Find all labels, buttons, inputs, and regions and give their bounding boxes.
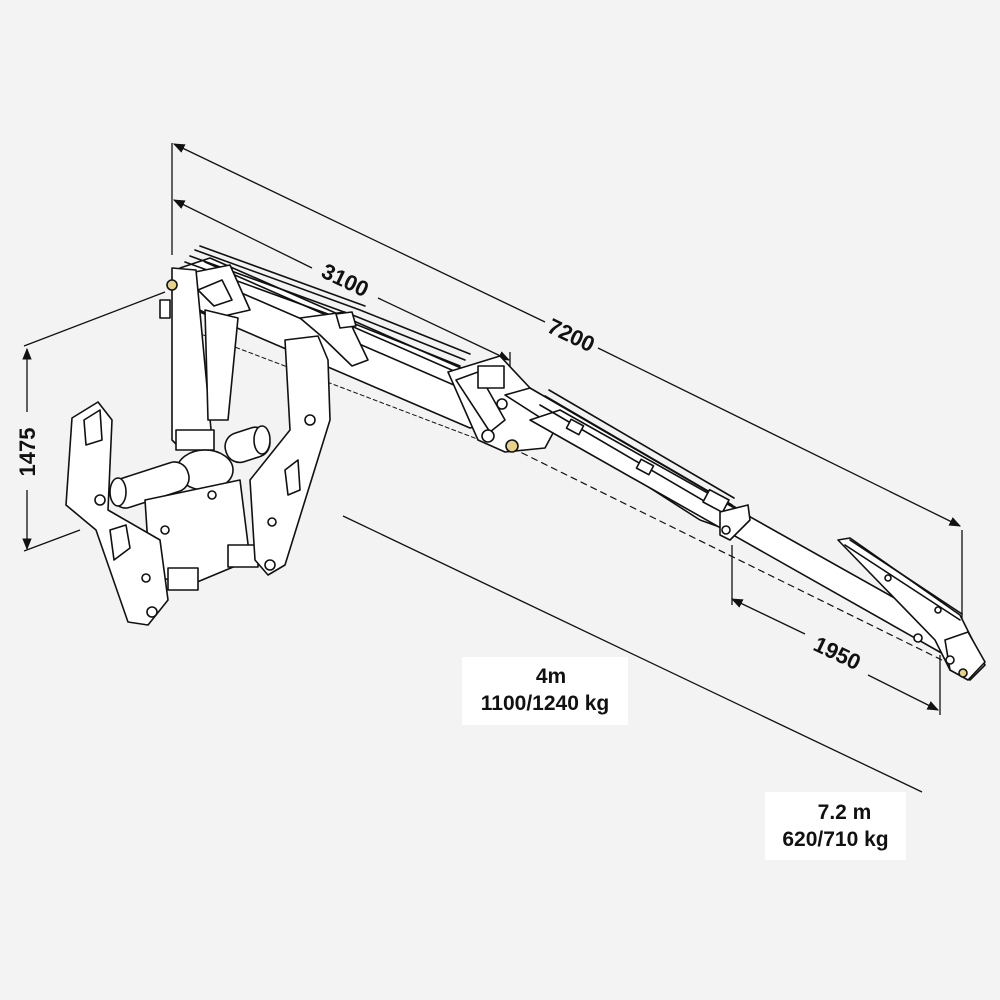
short-reach-capacity-label: 4m 1100/1240 kg [462, 657, 628, 725]
long-reach-capacity-label: 7.2 m 620/710 kg [765, 792, 906, 860]
right-outrigger [249, 335, 331, 576]
long-reach-value: 7.2 m [817, 801, 872, 824]
left-outrigger [65, 401, 169, 626]
dimension-7200-label: 7200 [544, 313, 599, 357]
dimension-1475 [22, 291, 166, 552]
crane-column [159, 267, 239, 451]
dimension-1950-label: 1950 [810, 631, 865, 675]
reach-reference-line [342, 515, 923, 793]
dimension-3100-label: 3100 [318, 258, 373, 302]
short-reach-capacity: 1100/1240 kg [480, 692, 610, 715]
main-boom [177, 245, 506, 429]
dimension-1950 [730, 545, 941, 715]
dimension-7200 [171, 143, 963, 640]
extension-tip [837, 537, 986, 681]
knuckle-joint [447, 355, 561, 453]
outer-boom [504, 387, 956, 656]
crane-illustration [65, 245, 986, 681]
dimension-1475-label: 1475 [15, 428, 40, 477]
slewing-base [109, 425, 271, 591]
short-reach-value: 4m [535, 665, 567, 688]
long-reach-capacity: 620/710 kg [782, 828, 889, 851]
